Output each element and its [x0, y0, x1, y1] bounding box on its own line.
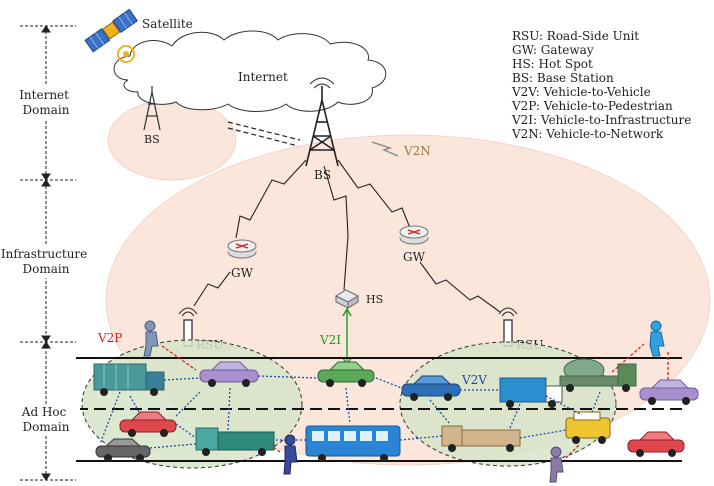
bus-icon — [305, 425, 401, 462]
infrastructure-domain-label-bg — [0, 246, 94, 278]
internet-domain-label: Internet Domain — [19, 88, 73, 117]
pedestrian-center-icon — [283, 434, 298, 475]
internet-cloud-label: Internet — [238, 70, 288, 84]
satellite-icon — [84, 8, 139, 53]
bs-small-label: BS — [144, 133, 160, 146]
v2p-label: V2P — [97, 331, 122, 345]
car-red-right-icon — [627, 431, 685, 457]
internet-domain-label-bg — [12, 86, 82, 120]
car-blue-icon — [401, 375, 461, 401]
satellite-dish-icon — [117, 45, 135, 63]
legend-item: V2I: Vehicle-to-Infrastructure — [511, 113, 691, 127]
v2v-label: V2V — [461, 373, 487, 387]
v2i-label: V2I — [319, 333, 341, 347]
road — [76, 357, 682, 462]
gateway-right-icon — [399, 225, 429, 245]
car-red-left-icon — [119, 411, 177, 437]
gw-right-label: GW — [403, 250, 426, 264]
truck-green-icon — [195, 427, 275, 456]
legend-item: V2N: Vehicle-to-Network — [511, 127, 664, 141]
legend-item: GW: Gateway — [512, 43, 594, 57]
infrastructure-domain-label: Infrastructure Domain — [1, 247, 91, 276]
v2p-links — [161, 343, 669, 459]
legend-item: BS: Base Station — [512, 71, 614, 85]
pedestrian-right-icon — [649, 320, 665, 357]
small-bs-coverage-area — [107, 99, 237, 181]
pedestrian-bottom-right-icon — [549, 446, 564, 483]
v2n-lightning-icon — [371, 141, 399, 157]
internet-cloud — [113, 30, 387, 112]
truck-tan-icon — [441, 425, 521, 452]
legend: RSU: Road-Side Unit GW: Gateway HS: Hot … — [511, 29, 695, 141]
bs-to-gw-links — [193, 159, 501, 313]
truck-blue-icon — [499, 377, 563, 408]
legend-item: V2P: Vehicle-to-Pedestrian — [511, 99, 673, 113]
small-bs-tower-icon — [143, 86, 161, 131]
legend-item: RSU: Road-Side Unit — [512, 29, 639, 43]
car-lavender-right-icon — [639, 379, 699, 405]
bs-main-label: BS — [314, 168, 331, 182]
satellite-dish-center — [123, 51, 129, 57]
satellite-label: Satellite — [142, 17, 193, 31]
car-gray-icon — [95, 438, 151, 462]
main-bs-tower-icon — [305, 77, 339, 167]
cement-mixer-truck-icon — [559, 358, 637, 392]
v2n-label: V2N — [403, 144, 431, 158]
truck-teal-icon — [93, 363, 165, 396]
legend-item: V2V: Vehicle-to-Vehicle — [511, 85, 651, 99]
car-lavender-top-icon — [199, 361, 259, 387]
legend-item: HS: Hot Spot — [512, 57, 593, 71]
car-green-icon — [317, 361, 375, 387]
jeep-yellow-icon — [565, 411, 611, 444]
hotspot-icon — [334, 289, 360, 309]
gateway-left-icon — [227, 239, 257, 259]
pedestrian-left-icon — [143, 320, 159, 357]
adhoc-domain-label-bg — [14, 404, 80, 436]
v2v-links — [99, 375, 601, 449]
hs-label: HS — [366, 293, 383, 306]
gw-left-label: GW — [231, 266, 254, 280]
adhoc-domain-label: Ad Hoc Domain — [21, 405, 70, 434]
bs-backhaul-link — [227, 121, 301, 147]
